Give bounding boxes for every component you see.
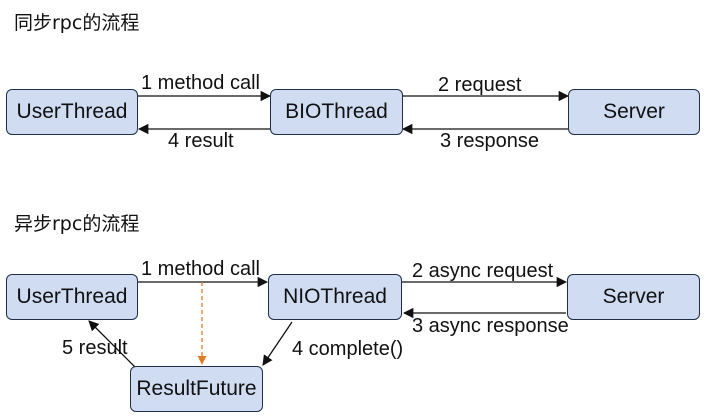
sync-title: 同步rpc的流程 (14, 12, 140, 34)
async-arrow-complete (262, 321, 293, 366)
async-node-user-thread: UserThread (6, 274, 138, 320)
async-label-async-request: 2 async request (412, 260, 554, 282)
async-label-async-response: 3 async response (412, 315, 569, 337)
sync-node-user-thread: UserThread (6, 89, 138, 135)
sync-label-result: 4 result (168, 130, 234, 152)
sync-label-response: 3 response (440, 130, 539, 152)
async-arrow-result (88, 320, 139, 371)
async-node-result-future: ResultFuture (130, 366, 263, 412)
async-label-result: 5 result (62, 337, 128, 359)
async-node-server: Server (567, 274, 700, 320)
sync-label-method-call: 1 method call (141, 72, 260, 94)
sync-node-server: Server (568, 89, 700, 135)
sync-node-bio-thread: BIOThread (270, 89, 403, 135)
async-node-nio-thread: NIOThread (268, 274, 402, 320)
async-label-complete: 4 complete() (292, 338, 404, 360)
sync-label-request: 2 request (438, 74, 522, 96)
async-label-method-call: 1 method call (141, 258, 260, 280)
async-title: 异步rpc的流程 (14, 213, 140, 235)
